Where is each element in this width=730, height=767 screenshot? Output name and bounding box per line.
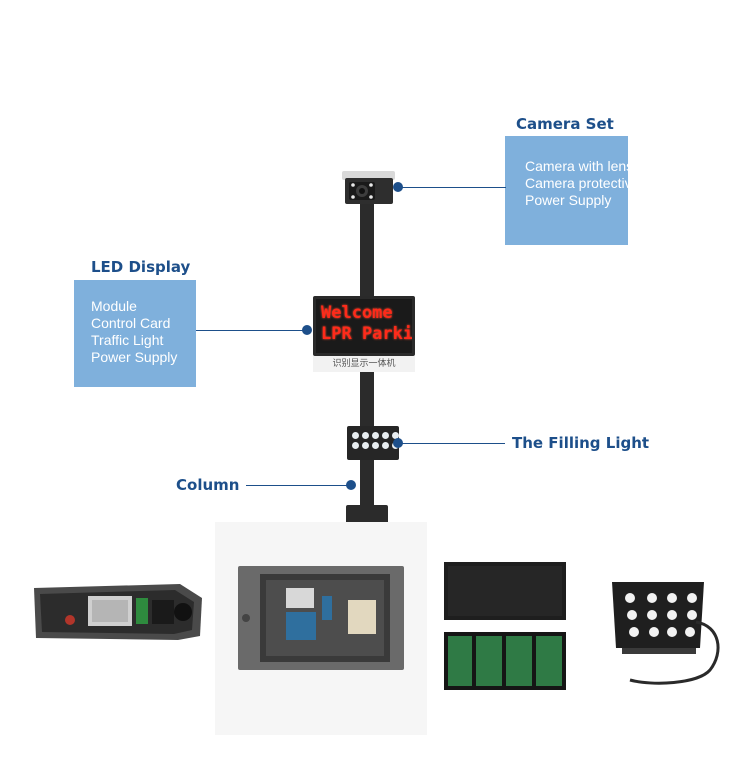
led-display-leader-line bbox=[196, 330, 307, 331]
filling-light-dot bbox=[393, 438, 403, 448]
camera-icon bbox=[340, 170, 397, 206]
led-dot bbox=[362, 442, 369, 449]
pole-base bbox=[346, 505, 388, 522]
led-display-box: Module Control Card Traffic Light Power … bbox=[74, 280, 196, 387]
led-display-footer: 识别显示一体机 bbox=[313, 356, 415, 372]
column-title: Column bbox=[176, 476, 240, 494]
led-display-screen: Welcome LPR Parkir bbox=[313, 296, 415, 356]
led-dot bbox=[352, 442, 359, 449]
led-dot bbox=[382, 442, 389, 449]
column-dot bbox=[346, 480, 356, 490]
camera-set-item: Camera with lens bbox=[525, 158, 628, 174]
led-dot bbox=[392, 432, 399, 439]
led-screen-line-1: Welcome bbox=[321, 303, 393, 323]
led-display-item: Traffic Light bbox=[91, 332, 164, 348]
led-dot bbox=[372, 432, 379, 439]
camera-set-item: Camera protective bbox=[525, 175, 628, 191]
led-display-title: LED Display bbox=[91, 258, 191, 276]
filling-light-leader-line bbox=[398, 443, 505, 444]
camera-set-dot bbox=[393, 182, 403, 192]
led-display-control-box-photo bbox=[238, 566, 404, 670]
filling-light-title: The Filling Light bbox=[512, 434, 650, 452]
led-dot bbox=[352, 432, 359, 439]
camera-set-title: Camera Set bbox=[516, 115, 614, 133]
filling-light-unit-photo bbox=[612, 582, 724, 688]
camera-set-box: Camera with lens Camera protective Power… bbox=[505, 136, 628, 245]
led-display-item: Control Card bbox=[91, 315, 171, 331]
led-module-panels-photo bbox=[444, 562, 566, 690]
column-leader-line bbox=[246, 485, 350, 486]
filling-light-housing bbox=[347, 426, 399, 460]
camera-housing-interior-photo bbox=[30, 580, 205, 642]
filling-light-led-grid bbox=[352, 432, 399, 449]
led-dot bbox=[362, 432, 369, 439]
led-dot bbox=[382, 432, 389, 439]
camera-set-item: Power Supply bbox=[525, 192, 612, 208]
camera-set-leader-line bbox=[398, 187, 506, 188]
led-display-item: Power Supply bbox=[91, 349, 178, 365]
led-display-dot bbox=[302, 325, 312, 335]
led-display-item: Module bbox=[91, 298, 137, 314]
led-screen-line-2: LPR Parkir bbox=[321, 324, 415, 344]
led-dot bbox=[372, 442, 379, 449]
